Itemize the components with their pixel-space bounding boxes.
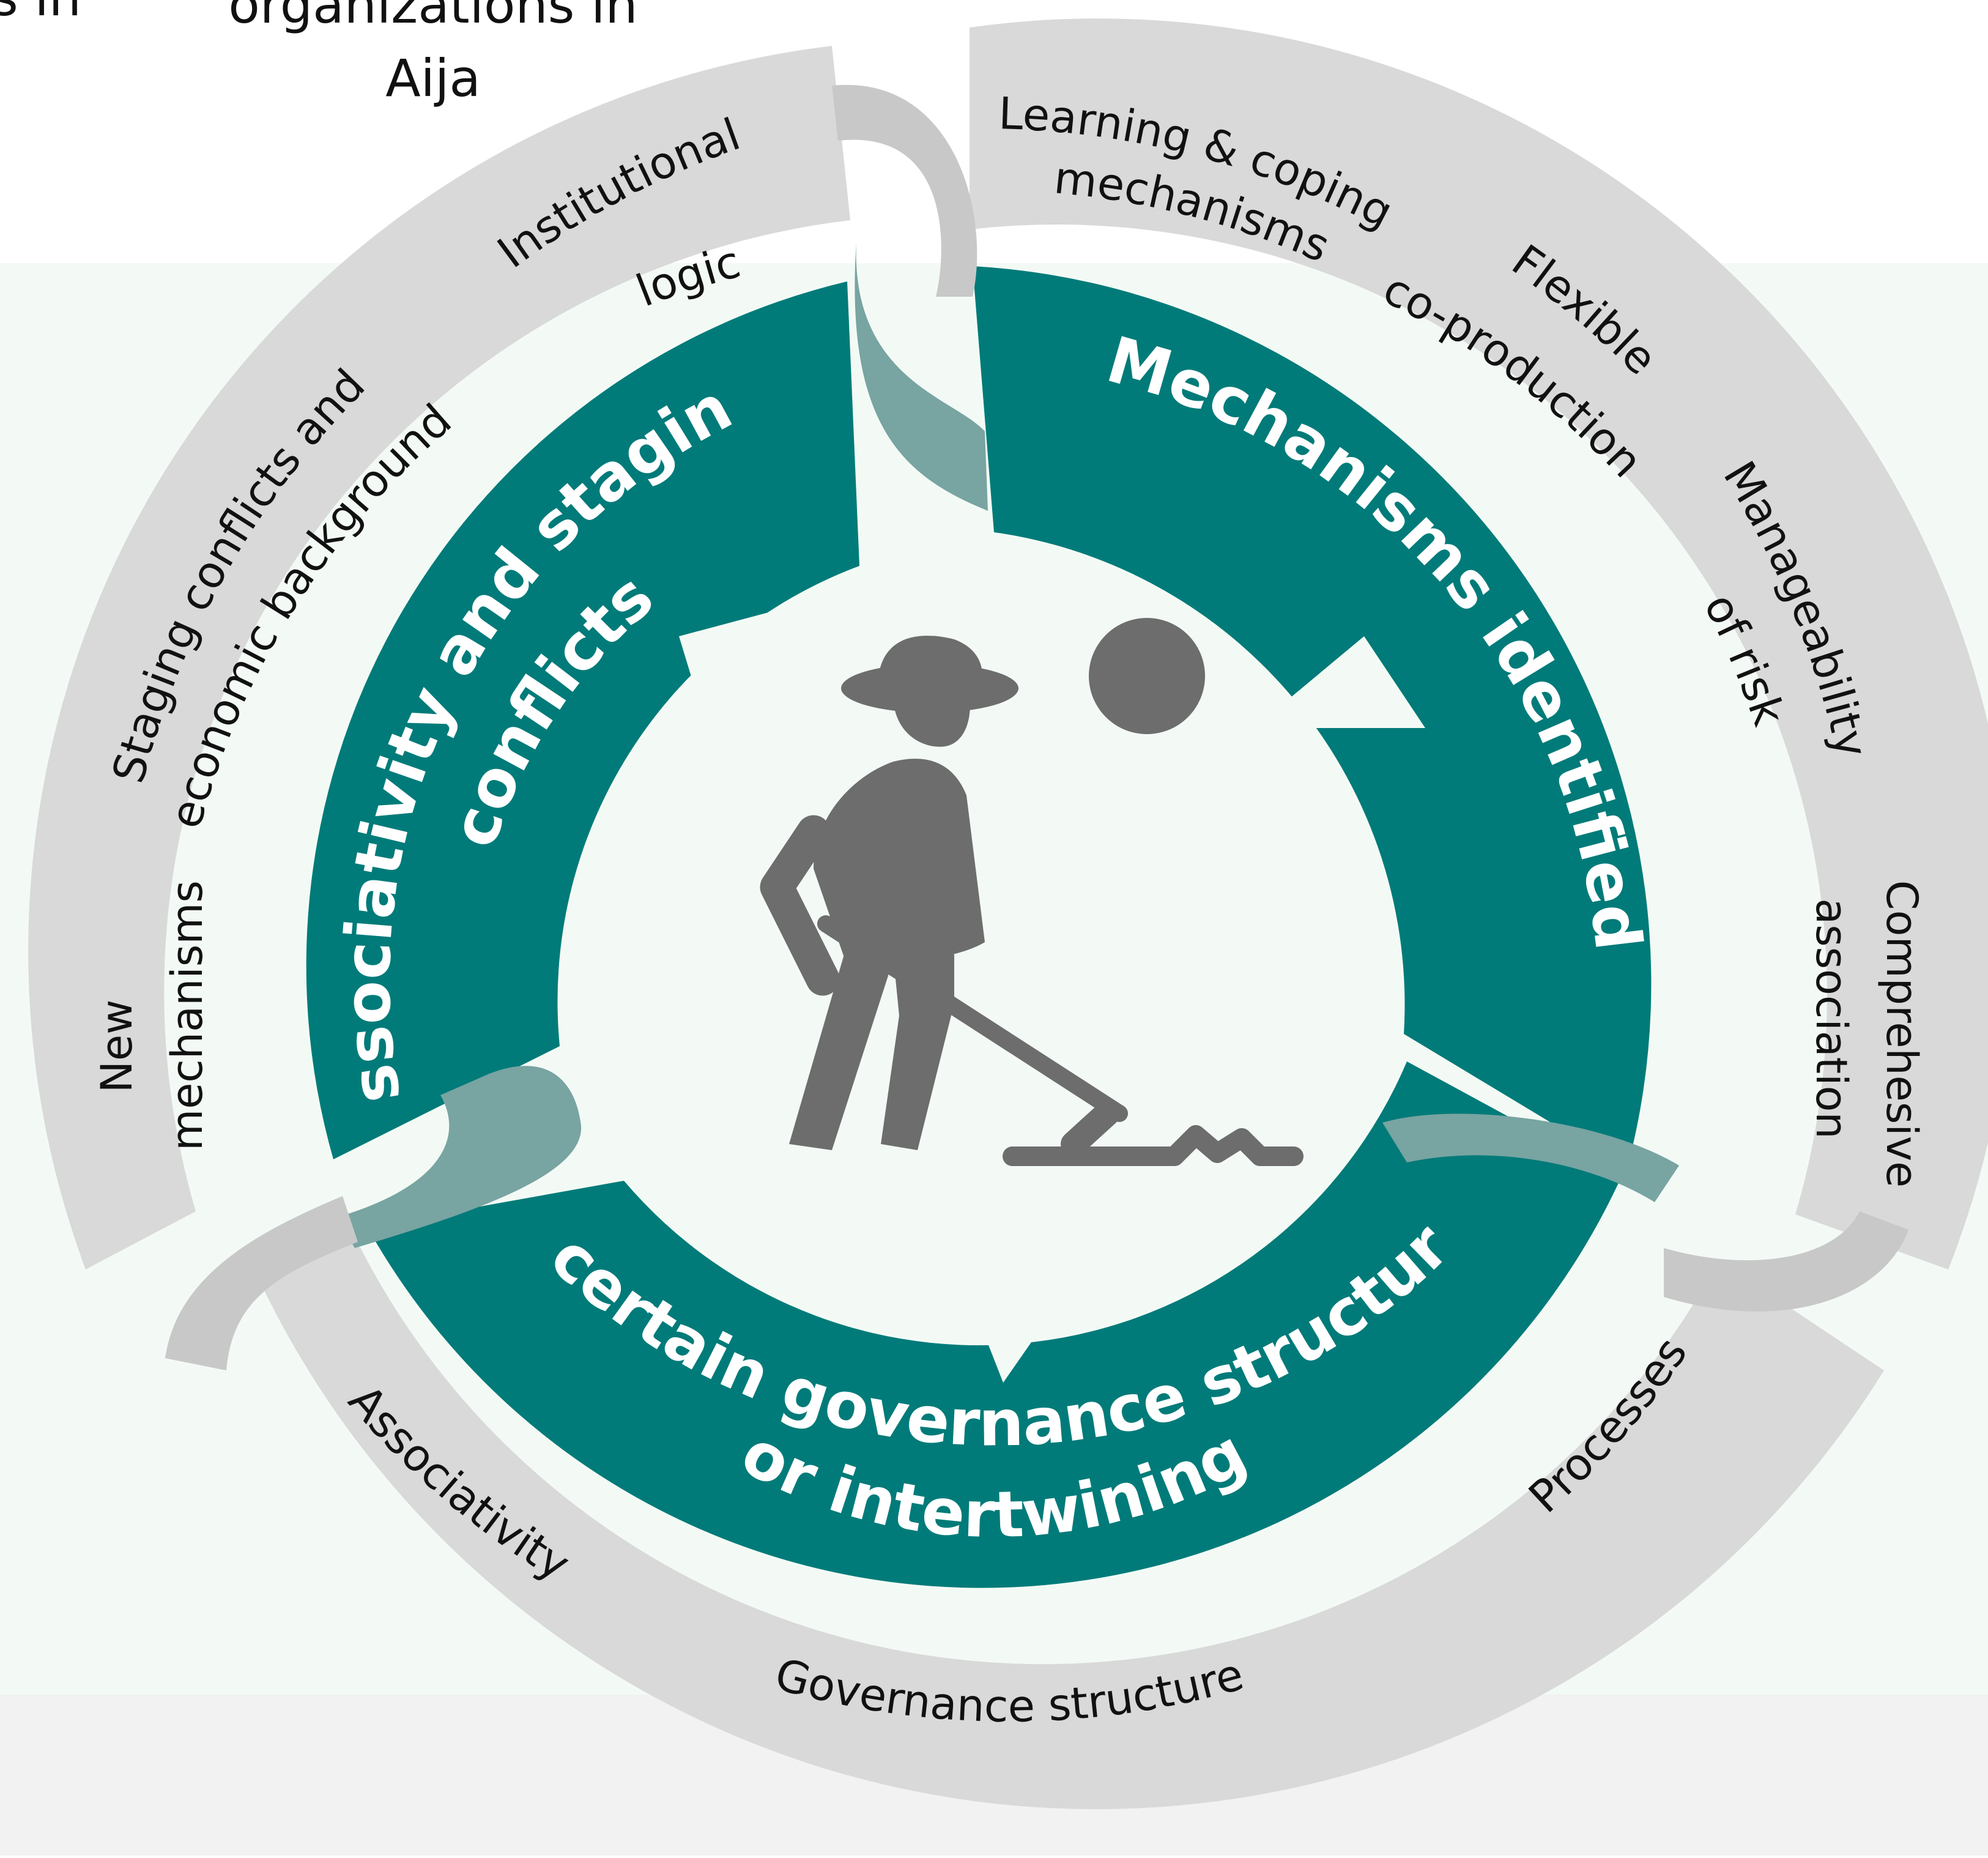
outer-segment-governance: [245, 1217, 1884, 1810]
farmer-leg-left: [789, 954, 893, 1150]
item-new-mechanisms-line2: mechanisms: [162, 880, 212, 1151]
farmer-torso: [814, 759, 985, 962]
item-comprehensive-line2: association: [1806, 898, 1856, 1139]
connector-left-teal: [336, 1066, 582, 1248]
connectors: [165, 84, 1908, 1370]
connector-right-teal: [1382, 1113, 1679, 1202]
farmer-head: [893, 694, 970, 747]
sun-icon: [1089, 618, 1205, 734]
hoe-handle: [817, 915, 1128, 1122]
connector-right-grey: [1664, 1211, 1908, 1312]
top-left-fragment: s in: [0, 0, 81, 28]
item-comprehensive-line1: Comprehesive: [1877, 880, 1927, 1187]
connector-left-grey: [165, 1196, 358, 1370]
farmer-hoeing-icon: [760, 618, 1304, 1166]
teal-segment-associativity: [306, 281, 859, 1159]
top-center-fragment-line1: organizations in: [228, 0, 638, 35]
ground-line: [1003, 1125, 1304, 1166]
outer-segment-mechanisms: [970, 18, 1988, 1269]
center-notches: [679, 612, 1425, 1383]
farmer-arm: [760, 815, 840, 996]
notch-left: [679, 612, 771, 777]
hat-crown: [878, 636, 983, 685]
teal-segment-governance: [367, 1061, 1621, 1588]
outer-segment-associativity: [28, 46, 850, 1269]
item-new-mechanisms-line1: New: [92, 1000, 142, 1093]
connector-top-grey: [832, 84, 977, 297]
top-center-fragment-line2: Aija: [385, 48, 481, 108]
connector-top-teal: [855, 242, 988, 511]
notch-right: [1254, 636, 1425, 728]
hoe-blade: [1061, 1101, 1120, 1157]
notch-bottom: [948, 1242, 1101, 1383]
outer-grey-ring: [28, 18, 1988, 1810]
